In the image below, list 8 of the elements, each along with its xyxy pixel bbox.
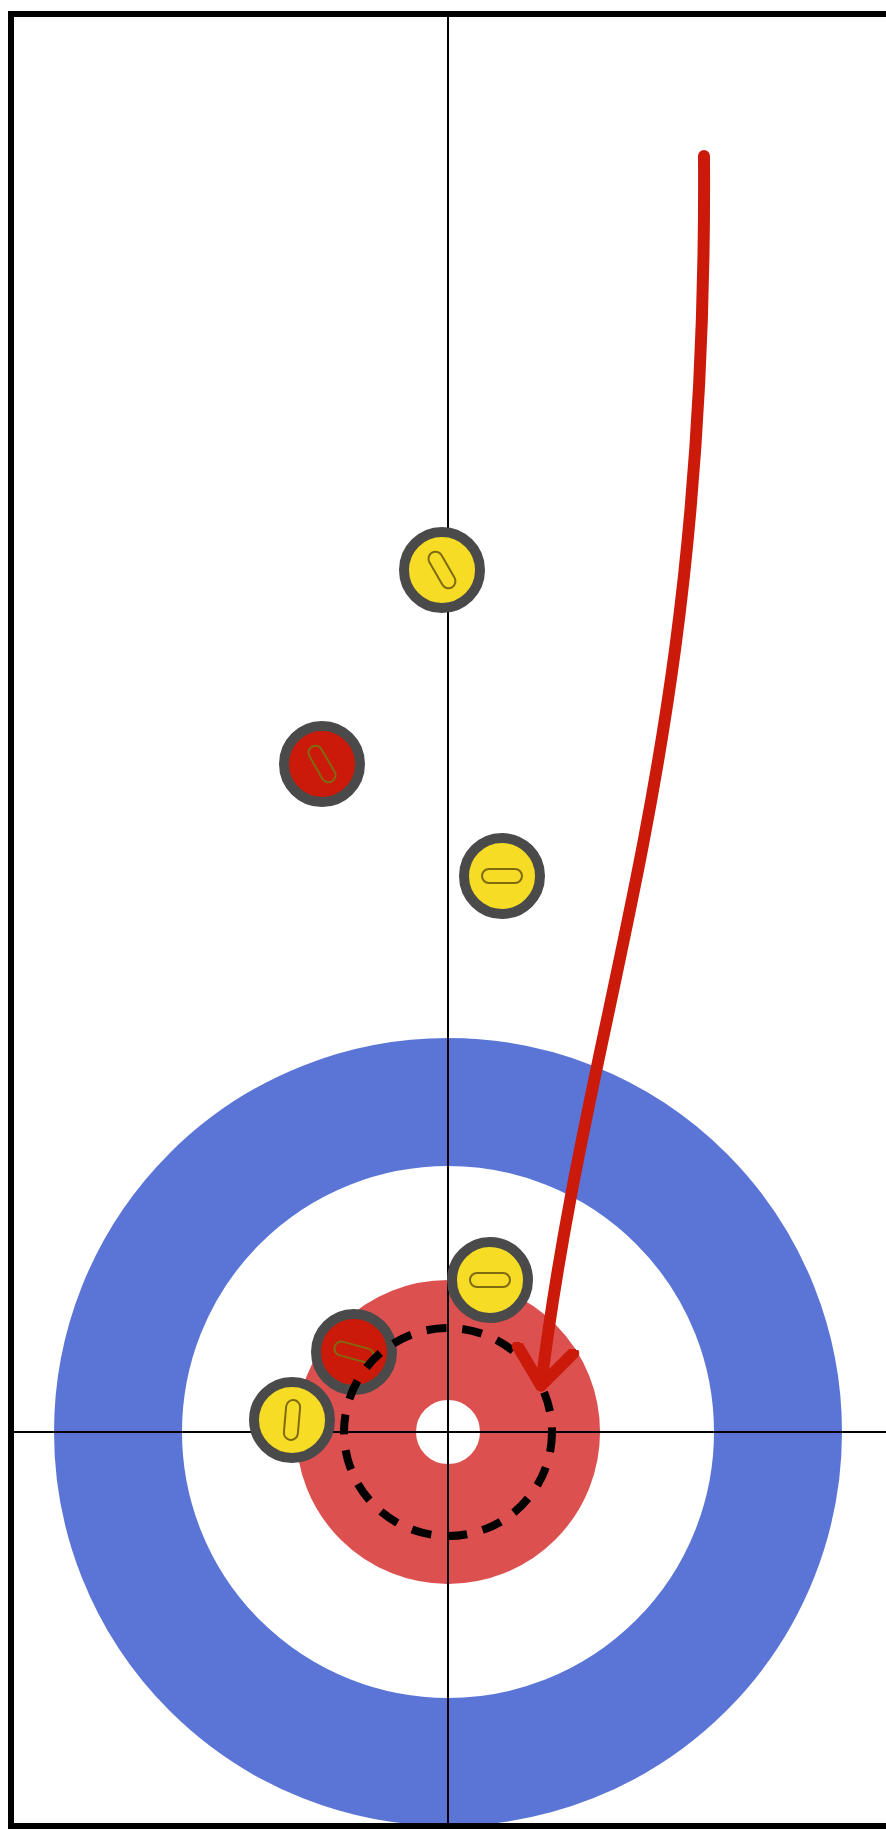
curling-stone	[399, 527, 485, 613]
curling-stone	[459, 833, 545, 919]
curling-stone	[279, 721, 365, 807]
target-circle	[340, 1324, 556, 1540]
path-arrow	[512, 150, 710, 1392]
curling-stone	[311, 1309, 397, 1395]
curling-stone	[249, 1377, 335, 1463]
curling-stone	[447, 1237, 533, 1323]
